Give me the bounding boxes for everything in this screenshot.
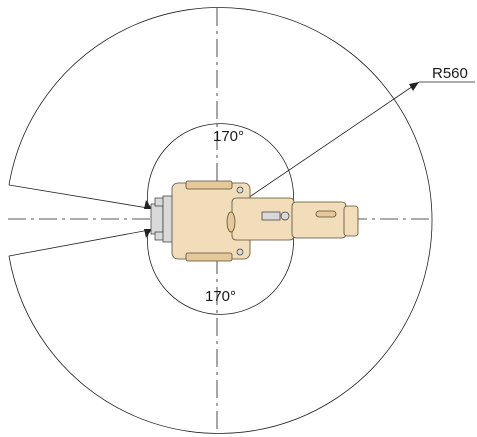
radius-arrowhead — [409, 82, 419, 91]
radius-leader-line — [216, 81, 420, 220]
robot-base-top-flange — [185, 180, 233, 190]
bottom-angle-label: 170° — [205, 288, 236, 305]
robot-top-view — [150, 180, 359, 262]
inner-rotation-arc-top — [147, 123, 294, 220]
outer-reach-arc — [8, 7, 433, 434]
robot-forearm — [291, 201, 347, 239]
robot-rear-connector — [150, 203, 164, 235]
outer-wedge-edge-top — [8, 184, 161, 211]
top-angle-label: 170° — [213, 128, 244, 145]
robot-wrist — [343, 205, 359, 237]
mount-bolt-2 — [236, 248, 244, 256]
outer-wedge-edge-bottom — [8, 227, 161, 257]
arrowhead-top-limit — [144, 200, 152, 209]
robot-base-bottom-flange — [185, 252, 233, 262]
radius-label: R560 — [432, 65, 468, 82]
robot-connector-panel — [261, 211, 281, 221]
robot-connector-port — [280, 211, 290, 221]
robot-forearm-slot — [315, 210, 337, 218]
robot-joint-cover — [226, 211, 236, 233]
inner-rotation-arc-bottom — [147, 218, 294, 315]
mount-bolt-1 — [236, 186, 244, 194]
arrowhead-bottom-limit — [144, 229, 152, 238]
